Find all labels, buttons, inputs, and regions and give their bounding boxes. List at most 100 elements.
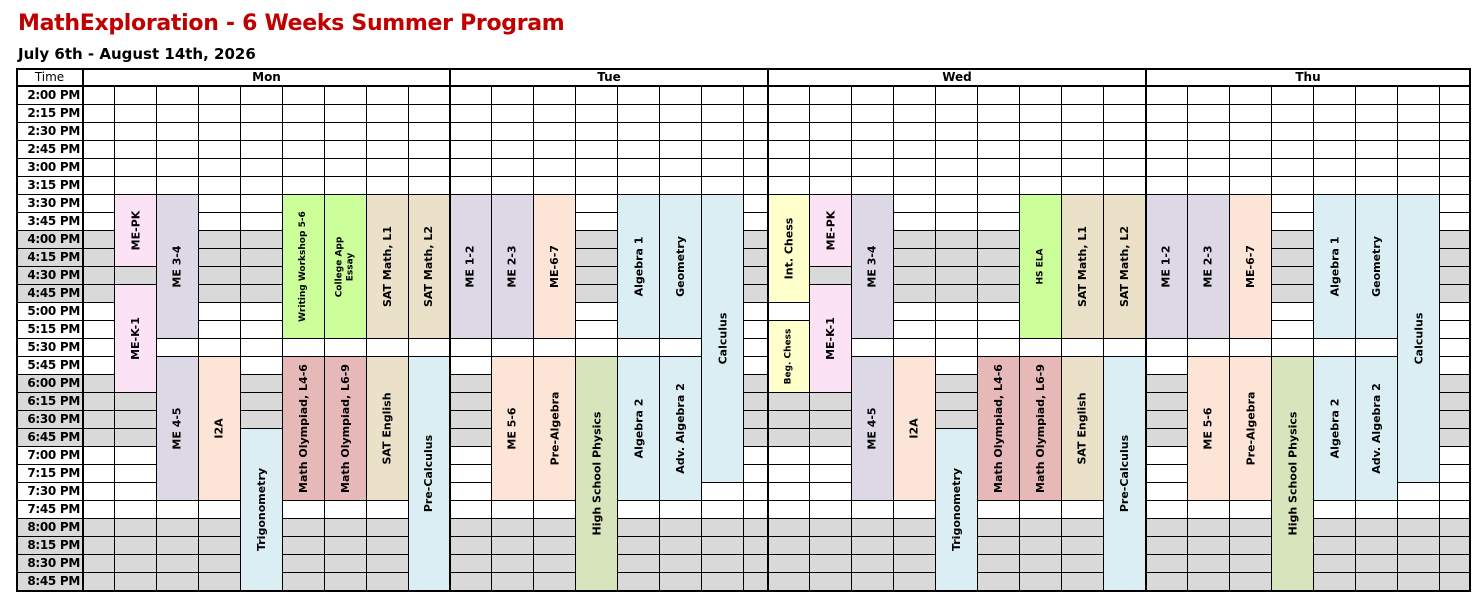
schedule-cell[interactable] xyxy=(1440,429,1470,447)
schedule-cell[interactable] xyxy=(936,141,978,159)
schedule-cell[interactable] xyxy=(1440,123,1470,141)
schedule-cell[interactable] xyxy=(157,519,199,537)
class-block[interactable]: ME 2-3 xyxy=(1188,195,1230,339)
schedule-cell[interactable] xyxy=(1272,303,1314,321)
schedule-cell[interactable] xyxy=(367,573,409,591)
schedule-cell[interactable] xyxy=(1272,177,1314,195)
schedule-cell[interactable] xyxy=(1314,501,1356,519)
schedule-cell[interactable] xyxy=(768,555,810,573)
schedule-cell[interactable] xyxy=(978,177,1020,195)
schedule-cell[interactable] xyxy=(744,537,768,555)
schedule-cell[interactable] xyxy=(1146,393,1188,411)
schedule-cell[interactable] xyxy=(1356,537,1398,555)
schedule-cell[interactable] xyxy=(936,321,978,339)
schedule-cell[interactable] xyxy=(702,537,744,555)
schedule-cell[interactable] xyxy=(1188,555,1230,573)
schedule-cell[interactable] xyxy=(367,501,409,519)
schedule-cell[interactable] xyxy=(199,177,241,195)
schedule-cell[interactable] xyxy=(157,87,199,105)
schedule-cell[interactable] xyxy=(1230,501,1272,519)
class-block[interactable]: ME-6-7 xyxy=(534,195,576,339)
class-block[interactable]: Trigonometry xyxy=(936,429,978,591)
schedule-cell[interactable] xyxy=(283,501,325,519)
class-block[interactable]: ME 4-5 xyxy=(852,357,894,501)
schedule-cell[interactable] xyxy=(199,537,241,555)
class-block[interactable]: High School Physics xyxy=(1272,357,1314,591)
schedule-cell[interactable] xyxy=(768,465,810,483)
schedule-cell[interactable] xyxy=(744,555,768,573)
schedule-cell[interactable] xyxy=(283,519,325,537)
schedule-cell[interactable] xyxy=(1272,159,1314,177)
schedule-cell[interactable] xyxy=(450,519,492,537)
schedule-cell[interactable] xyxy=(618,87,660,105)
schedule-cell[interactable] xyxy=(325,339,367,357)
schedule-cell[interactable] xyxy=(283,177,325,195)
schedule-cell[interactable] xyxy=(702,177,744,195)
schedule-cell[interactable] xyxy=(409,87,450,105)
schedule-cell[interactable] xyxy=(1188,573,1230,591)
schedule-cell[interactable] xyxy=(325,519,367,537)
class-block[interactable]: SAT Math, L2 xyxy=(409,195,450,339)
schedule-cell[interactable] xyxy=(1398,177,1440,195)
schedule-cell[interactable] xyxy=(1146,555,1188,573)
schedule-cell[interactable] xyxy=(744,501,768,519)
schedule-cell[interactable] xyxy=(83,177,115,195)
schedule-cell[interactable] xyxy=(1146,87,1188,105)
schedule-cell[interactable] xyxy=(618,339,660,357)
schedule-cell[interactable] xyxy=(894,141,936,159)
schedule-cell[interactable] xyxy=(492,177,534,195)
schedule-cell[interactable] xyxy=(894,573,936,591)
schedule-cell[interactable] xyxy=(1230,159,1272,177)
schedule-cell[interactable] xyxy=(936,249,978,267)
schedule-cell[interactable] xyxy=(157,123,199,141)
schedule-cell[interactable] xyxy=(1146,447,1188,465)
schedule-cell[interactable] xyxy=(702,555,744,573)
schedule-cell[interactable] xyxy=(199,267,241,285)
schedule-cell[interactable] xyxy=(450,447,492,465)
schedule-cell[interactable] xyxy=(660,519,702,537)
schedule-cell[interactable] xyxy=(157,141,199,159)
schedule-cell[interactable] xyxy=(199,519,241,537)
schedule-cell[interactable] xyxy=(1230,141,1272,159)
schedule-cell[interactable] xyxy=(1146,375,1188,393)
schedule-cell[interactable] xyxy=(1230,573,1272,591)
schedule-cell[interactable] xyxy=(810,573,852,591)
schedule-cell[interactable] xyxy=(1440,411,1470,429)
schedule-cell[interactable] xyxy=(83,339,115,357)
schedule-cell[interactable] xyxy=(1440,87,1470,105)
schedule-cell[interactable] xyxy=(450,483,492,501)
class-block[interactable]: Algebra 1 xyxy=(618,195,660,339)
schedule-cell[interactable] xyxy=(852,573,894,591)
schedule-cell[interactable] xyxy=(1440,501,1470,519)
schedule-cell[interactable] xyxy=(768,411,810,429)
schedule-cell[interactable] xyxy=(768,123,810,141)
class-block[interactable]: SAT English xyxy=(1062,357,1104,501)
class-block[interactable]: Geometry xyxy=(660,195,702,339)
schedule-cell[interactable] xyxy=(1314,339,1356,357)
schedule-cell[interactable] xyxy=(894,159,936,177)
schedule-cell[interactable] xyxy=(894,177,936,195)
schedule-cell[interactable] xyxy=(325,537,367,555)
schedule-cell[interactable] xyxy=(1314,105,1356,123)
schedule-cell[interactable] xyxy=(1440,303,1470,321)
schedule-cell[interactable] xyxy=(115,411,157,429)
schedule-cell[interactable] xyxy=(576,105,618,123)
schedule-cell[interactable] xyxy=(936,285,978,303)
schedule-cell[interactable] xyxy=(115,519,157,537)
schedule-cell[interactable] xyxy=(978,267,1020,285)
schedule-cell[interactable] xyxy=(768,87,810,105)
schedule-cell[interactable] xyxy=(1440,321,1470,339)
schedule-cell[interactable] xyxy=(1398,573,1440,591)
schedule-cell[interactable] xyxy=(492,537,534,555)
schedule-cell[interactable] xyxy=(1020,339,1062,357)
schedule-cell[interactable] xyxy=(1188,123,1230,141)
schedule-cell[interactable] xyxy=(83,573,115,591)
schedule-cell[interactable] xyxy=(618,177,660,195)
schedule-cell[interactable] xyxy=(450,501,492,519)
schedule-cell[interactable] xyxy=(115,429,157,447)
schedule-cell[interactable] xyxy=(367,141,409,159)
schedule-cell[interactable] xyxy=(450,87,492,105)
schedule-cell[interactable] xyxy=(768,501,810,519)
schedule-cell[interactable] xyxy=(241,231,283,249)
schedule-cell[interactable] xyxy=(978,141,1020,159)
